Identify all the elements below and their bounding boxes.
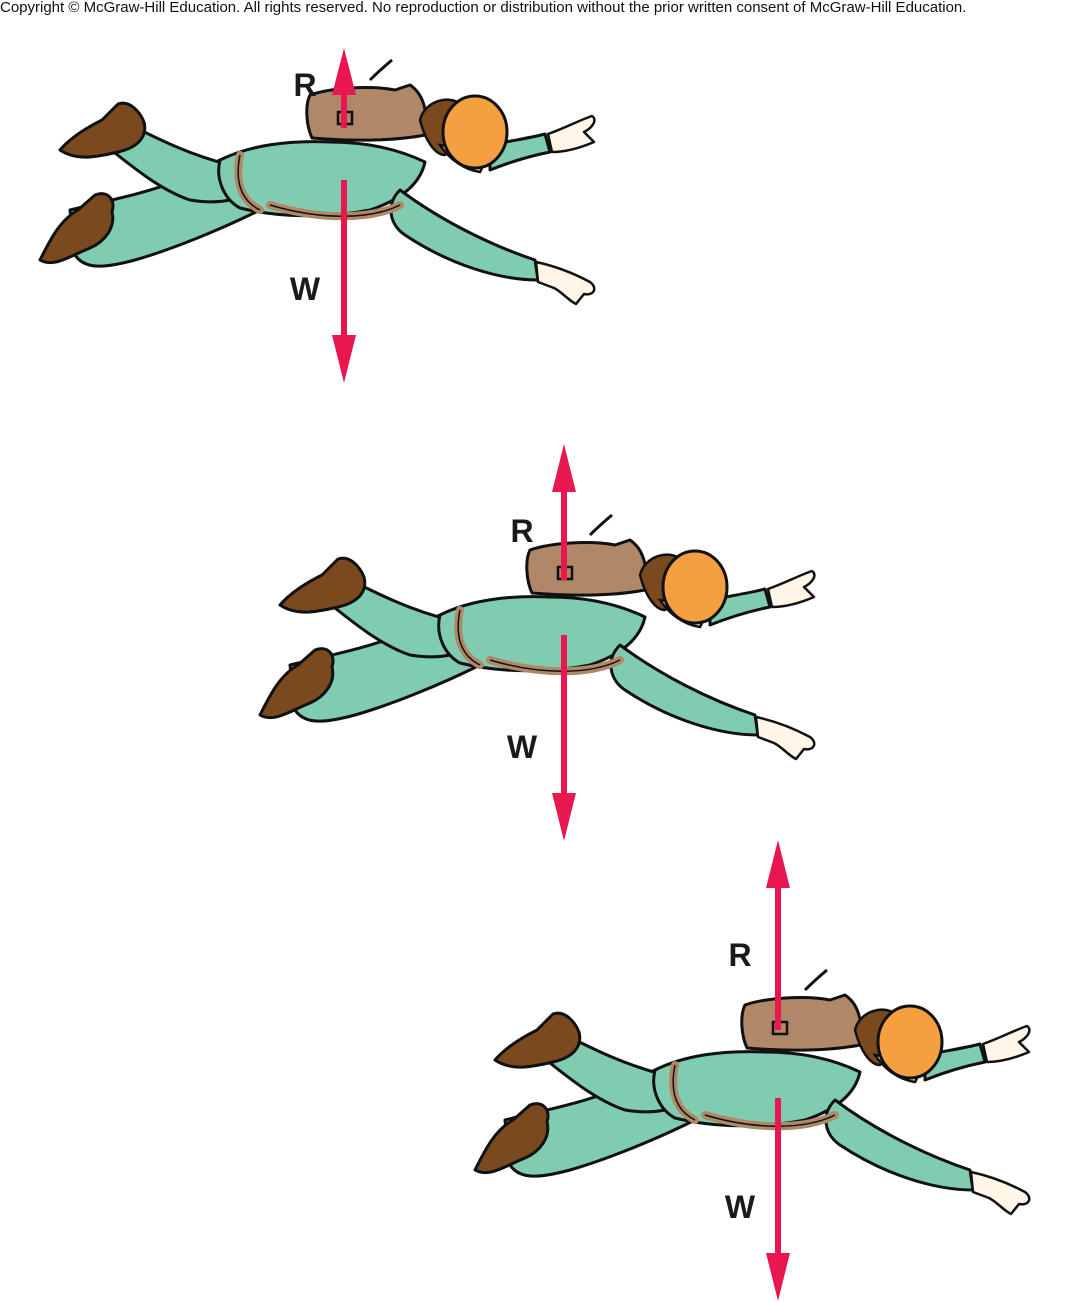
copyright-notice: Copyright © McGraw-Hill Education. All r… xyxy=(0,0,967,16)
weight-label: W xyxy=(725,1189,756,1225)
resistance-arrow-3 xyxy=(766,840,790,1030)
weight-arrow-3 xyxy=(766,1098,790,1301)
weight-label: W xyxy=(290,271,321,307)
resistance-arrow-2 xyxy=(552,444,576,580)
resistance-label: R xyxy=(510,513,533,549)
skydiver-icon xyxy=(475,970,1029,1214)
skydiver-icon xyxy=(260,515,814,759)
weight-arrow-1 xyxy=(332,180,356,383)
skydiver-figure-1: R W xyxy=(40,48,594,383)
skydiver-figure-2: R W xyxy=(260,444,814,841)
resistance-label: R xyxy=(293,67,316,103)
resistance-label: R xyxy=(728,937,751,973)
weight-arrow-2 xyxy=(552,635,576,841)
weight-label: W xyxy=(507,729,538,765)
skydiver-figure-3: R W xyxy=(475,840,1029,1301)
skydiver-icon xyxy=(40,60,594,304)
resistance-arrow-1 xyxy=(332,48,356,128)
